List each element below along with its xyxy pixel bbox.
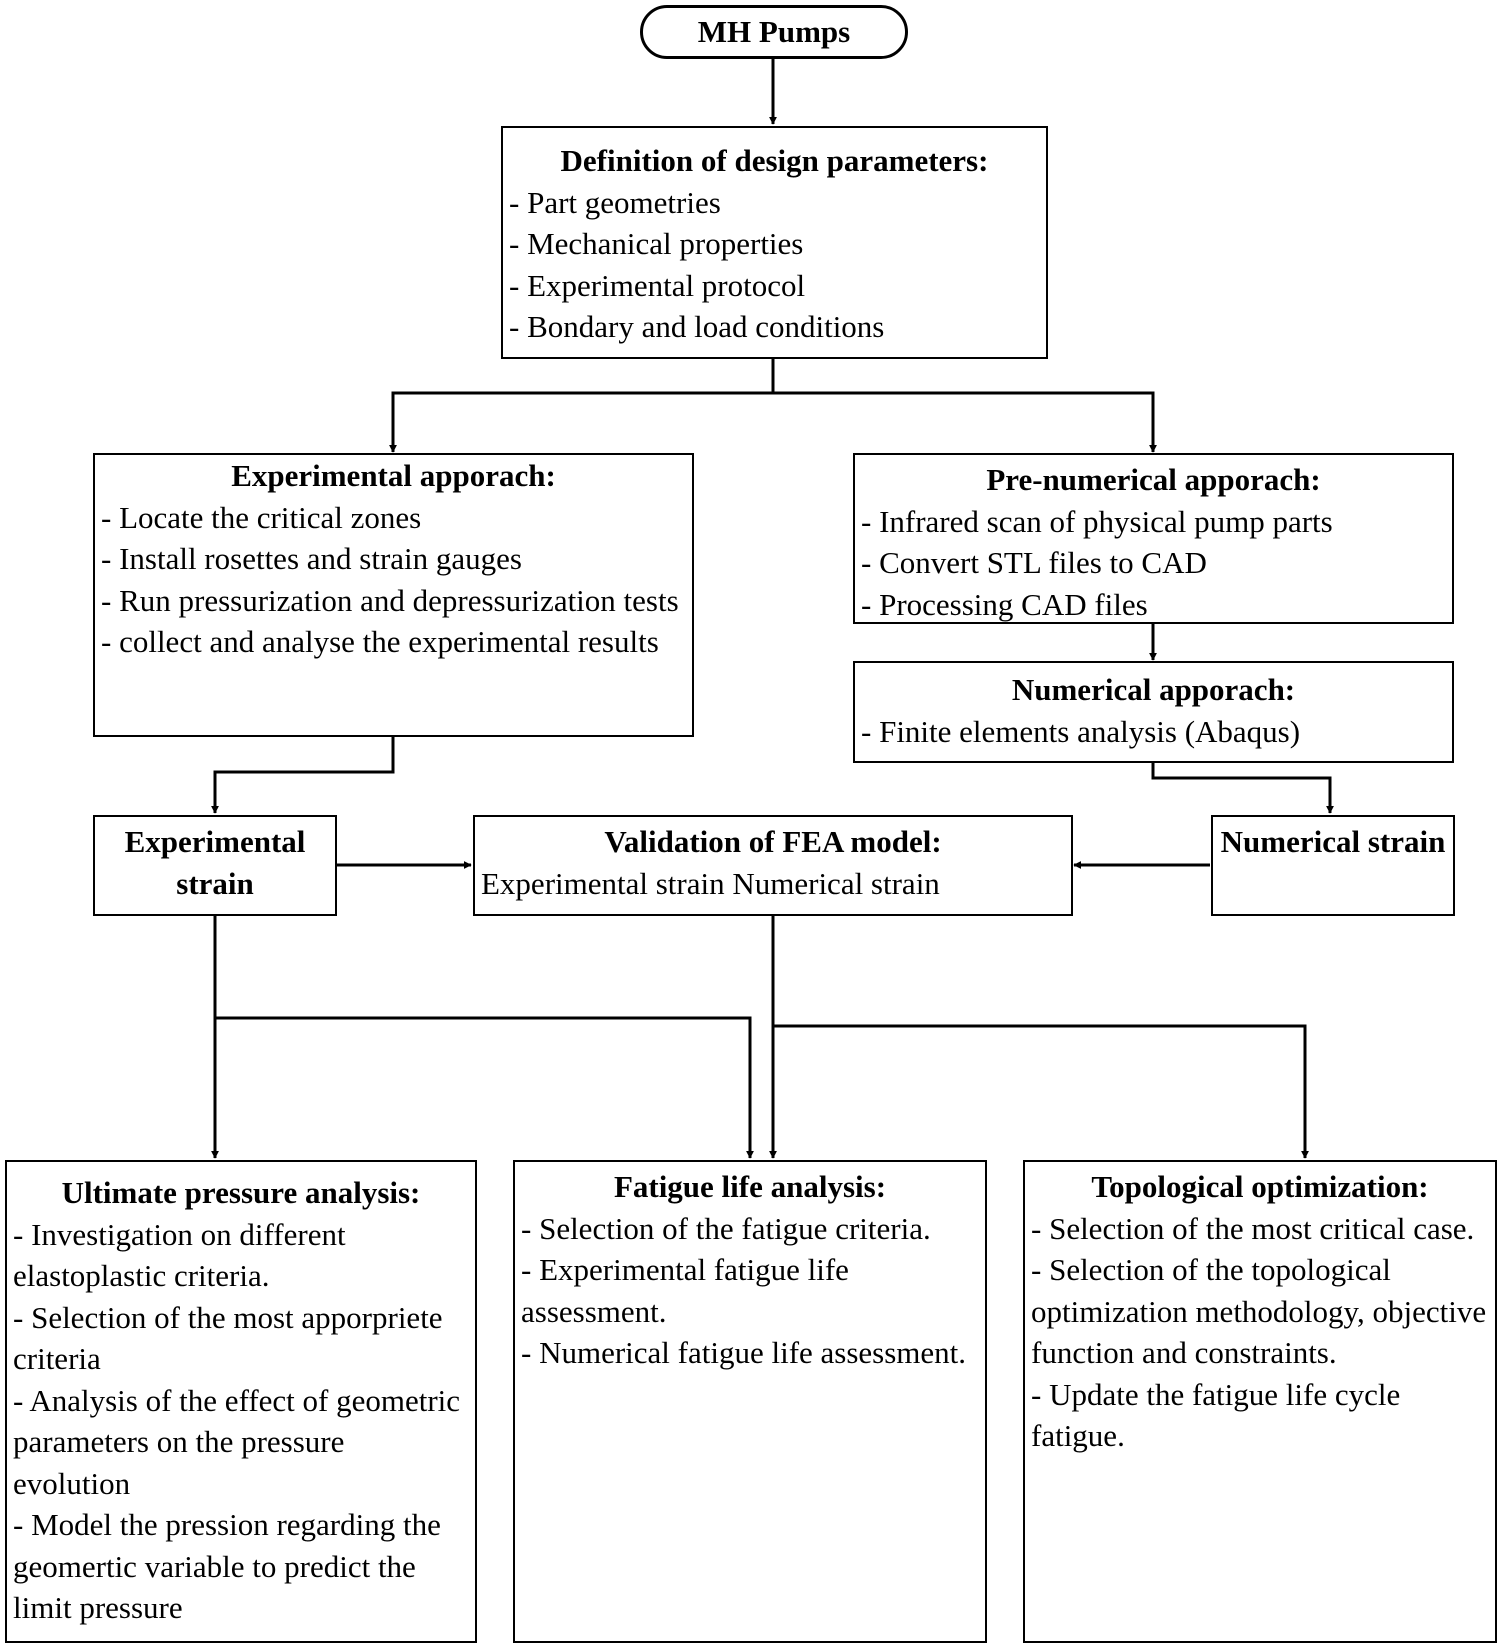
validation-title: Validation of FEA model: xyxy=(604,824,942,859)
start-node: MH Pumps xyxy=(640,5,908,59)
validation-item: Experimental strain Numerical strain xyxy=(481,865,940,901)
numerical-strain-label: Numerical strain xyxy=(1220,824,1446,859)
ultimate-pressure-box: Ultimate pressure analysis: - Investigat… xyxy=(5,1160,477,1643)
topology-item: - Update the fatigue life cycle fatigue. xyxy=(1031,1376,1401,1454)
arrow-validation-to-topology xyxy=(773,1024,1309,1159)
ultimate-item: - Model the pression regarding the geome… xyxy=(13,1507,441,1625)
design-item: - Mechanical properties xyxy=(509,226,804,261)
experimental-item: - collect and analyse the experimental r… xyxy=(101,624,659,659)
arrow-numerical-to-strain xyxy=(1151,762,1334,814)
fatigue-item: - Experimental fatigue life assessment. xyxy=(521,1252,849,1329)
ultimate-title: Ultimate pressure analysis: xyxy=(61,1175,421,1210)
experimental-title: Experimental apporach: xyxy=(231,458,556,493)
topology-item: - Selection of the most critical case. xyxy=(1031,1210,1475,1246)
experimental-item: - Locate the critical zones xyxy=(101,499,422,535)
arrow-design-to-prenumerical xyxy=(773,391,1157,453)
prenumerical-item: - Convert STL files to CAD xyxy=(861,545,1207,580)
prenumerical-item: - Processing CAD files xyxy=(861,586,1148,622)
design-title: Definition of design parameters: xyxy=(560,143,989,178)
experimental-item: - Run pressurization and depressurizatio… xyxy=(101,582,679,618)
validation-box: Validation of FEA model: Experimental st… xyxy=(473,815,1073,916)
ultimate-item: - Selection of the most apporpriete crit… xyxy=(13,1299,443,1377)
design-item: - Bondary and load conditions xyxy=(509,309,885,344)
fatigue-item: - Numerical fatigue life assessment. xyxy=(521,1335,967,1370)
arrow-experimental-to-strain xyxy=(211,736,395,814)
arrow-expstrain-to-fatigue xyxy=(215,1016,754,1159)
topological-optimization-box: Topological optimization: - Selection of… xyxy=(1023,1160,1497,1643)
ultimate-item: - Analysis of the effect of geometric pa… xyxy=(13,1382,461,1501)
prenumerical-item: - Infrared scan of physical pump parts xyxy=(861,503,1333,539)
fatigue-title: Fatigue life analysis: xyxy=(613,1169,887,1204)
experimental-item: - Install rosettes and strain gauges xyxy=(101,541,522,576)
topology-item: - Selection of the topological optimizat… xyxy=(1031,1252,1487,1370)
numerical-item: - Finite elements analysis (Abaqus) xyxy=(861,713,1301,749)
experimental-approach-box: Experimental apporach: - Locate the crit… xyxy=(93,453,694,737)
experimental-strain-label: Experimental strain xyxy=(124,824,306,901)
numerical-title: Numerical apporach: xyxy=(1011,672,1296,707)
topology-title: Topological optimization: xyxy=(1091,1169,1429,1204)
fatigue-item: - Selection of the fatigue criteria. xyxy=(521,1210,931,1246)
design-item: - Experimental protocol xyxy=(509,267,806,303)
arrow-design-to-experimental xyxy=(389,358,775,453)
design-item: - Part geometries xyxy=(509,184,721,220)
ultimate-item: - Investigation on different elastoplast… xyxy=(13,1216,346,1294)
fatigue-life-box: Fatigue life analysis: - Selection of th… xyxy=(513,1160,987,1643)
numerical-strain-box: Numerical strain xyxy=(1211,815,1455,916)
experimental-strain-box: Experimental strain xyxy=(93,815,337,916)
design-parameters-box: Definition of design parameters: - Part … xyxy=(501,126,1048,359)
prenumerical-title: Pre-numerical apporach: xyxy=(986,462,1321,497)
start-label: MH Pumps xyxy=(697,14,851,49)
prenumerical-approach-box: Pre-numerical apporach: - Infrared scan … xyxy=(853,453,1454,624)
numerical-approach-box: Numerical apporach: - Finite elements an… xyxy=(853,661,1454,763)
